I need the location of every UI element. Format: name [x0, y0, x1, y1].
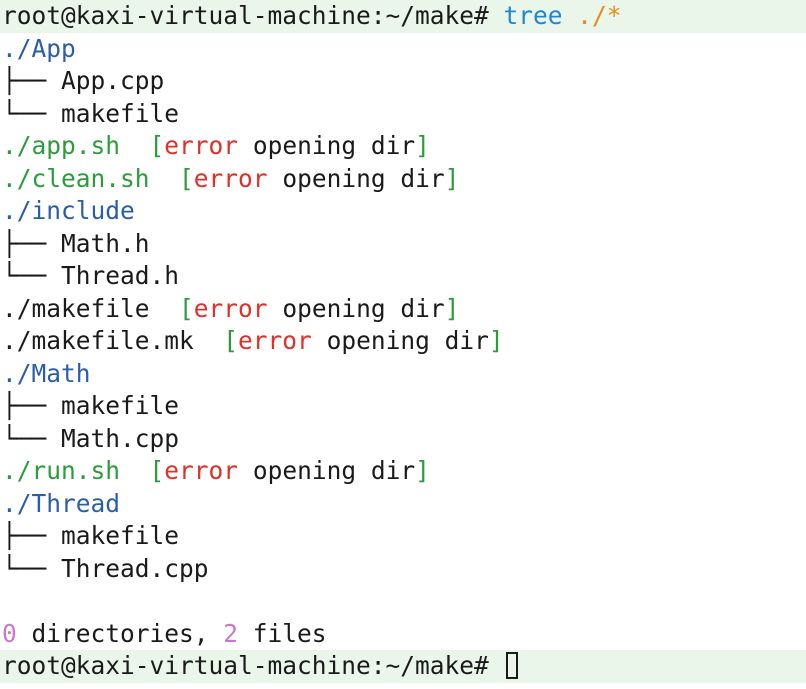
error-message: opening dir — [238, 456, 416, 485]
file-name: App.cpp — [61, 66, 165, 95]
error-message: opening dir — [238, 131, 416, 160]
text-cursor[interactable] — [505, 651, 518, 679]
entry-name: ./makefile — [2, 293, 150, 323]
error-label: error — [193, 293, 268, 323]
error-entry: ./run.sh [error opening dir] — [0, 455, 806, 488]
file-name: Thread.h — [61, 261, 180, 290]
error-entry: ./app.sh [error opening dir] — [0, 130, 806, 163]
command-argument: ./* — [577, 1, 622, 30]
separator — [150, 294, 180, 323]
tree-branch: ├── — [2, 521, 62, 550]
bracket-open: [ — [149, 131, 165, 160]
directory-name: ./Thread — [2, 488, 121, 518]
entry-name: ./makefile.mk — [2, 326, 194, 355]
error-label: error — [193, 163, 268, 193]
file-entry: ├── App.cpp — [0, 65, 806, 98]
directory-name: ./Math — [2, 358, 91, 388]
separator — [120, 456, 150, 485]
directory-name: ./App — [2, 33, 76, 63]
bracket-close: ] — [415, 131, 430, 160]
error-message: opening dir — [267, 163, 445, 193]
command-name: tree — [503, 1, 563, 30]
error-label: error — [238, 326, 312, 355]
bracket-close: ] — [488, 326, 504, 355]
directory-name: ./include — [2, 196, 135, 225]
bracket-open: [ — [179, 163, 194, 193]
error-label: error — [164, 131, 239, 160]
error-label: error — [164, 456, 239, 485]
active-prompt-line[interactable]: root@kaxi-virtual-machine:~/make# — [0, 650, 806, 683]
file-name: makefile — [61, 391, 180, 420]
command-line: root@kaxi-virtual-machine:~/make# tree .… — [0, 0, 806, 33]
tree-branch: ├── — [2, 228, 62, 258]
file-name: Math.h — [61, 228, 150, 258]
separator — [120, 131, 150, 160]
tree-branch: ├── — [2, 391, 62, 420]
error-entry: ./clean.sh [error opening dir] — [0, 163, 806, 196]
file-entry: └── makefile — [0, 98, 806, 131]
file-entry: └── Math.cpp — [0, 423, 806, 456]
command-output: ./App├── App.cpp└── makefile./app.sh [er… — [0, 33, 806, 651]
bracket-open: [ — [149, 456, 165, 485]
bracket-open: [ — [179, 293, 194, 323]
file-entry: ├── Math.h — [0, 228, 806, 261]
entry-name: ./clean.sh — [2, 163, 150, 193]
file-entry: ├── makefile — [0, 390, 806, 423]
directory-count-label: directories, — [16, 618, 224, 648]
file-name: makefile — [61, 98, 180, 128]
bracket-close: ] — [444, 293, 460, 323]
directory-entry: ./include — [0, 195, 806, 228]
shell-prompt: root@kaxi-virtual-machine:~/make# — [2, 1, 504, 30]
tree-branch: └── — [2, 261, 62, 290]
directory-entry: ./App — [0, 33, 806, 66]
bracket-close: ] — [415, 456, 430, 485]
error-message: opening dir — [267, 293, 445, 323]
shell-prompt: root@kaxi-virtual-machine:~/make# — [2, 651, 504, 680]
directory-entry: ./Thread — [0, 488, 806, 521]
bracket-close: ] — [444, 163, 460, 193]
bracket-open: [ — [223, 326, 239, 355]
summary-line: 0 directories, 2 files — [0, 618, 806, 651]
file-name: Math.cpp — [61, 423, 180, 453]
file-count-label: files — [238, 618, 327, 648]
error-entry: ./makefile.mk [error opening dir] — [0, 325, 806, 358]
tree-branch: └── — [2, 423, 62, 453]
directory-count: 0 — [2, 618, 17, 648]
blank-line — [0, 585, 806, 618]
file-entry: └── Thread.h — [0, 260, 806, 293]
file-name: Thread.cpp — [61, 553, 209, 583]
tree-branch: ├── — [2, 66, 62, 95]
entry-name: ./run.sh — [2, 456, 121, 485]
separator — [194, 326, 224, 355]
tree-branch: └── — [2, 98, 62, 128]
file-name: makefile — [61, 521, 180, 550]
separator — [150, 164, 180, 193]
file-entry: ├── makefile — [0, 520, 806, 553]
entry-name: ./app.sh — [2, 131, 121, 160]
error-message: opening dir — [311, 326, 489, 355]
directory-entry: ./Math — [0, 358, 806, 391]
tree-branch: └── — [2, 553, 62, 583]
file-entry: └── Thread.cpp — [0, 553, 806, 586]
error-entry: ./makefile [error opening dir] — [0, 293, 806, 326]
file-count: 2 — [223, 618, 239, 648]
